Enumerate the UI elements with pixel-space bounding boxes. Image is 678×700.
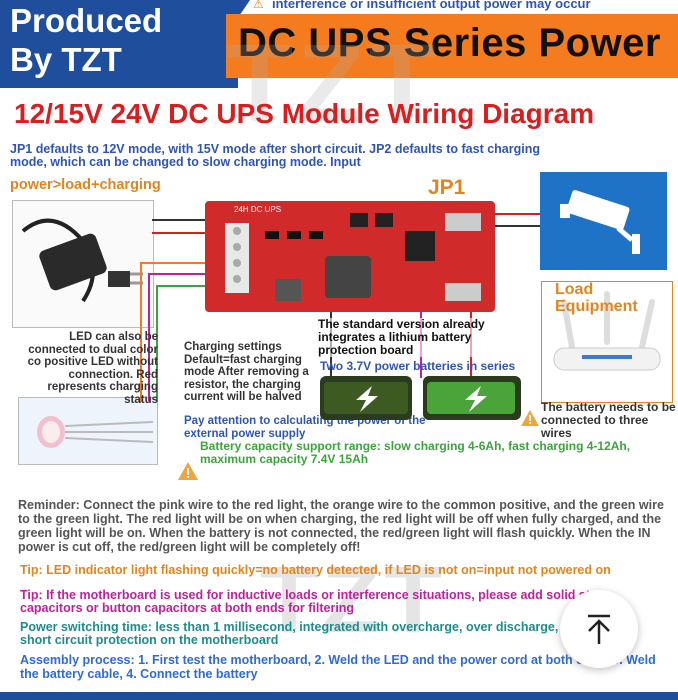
tip-led-indicator: Tip: LED indicator light flashing quickl…	[20, 563, 611, 577]
wire-out-red	[495, 213, 540, 215]
wire-led-orange	[140, 262, 206, 264]
wire-out-black	[495, 225, 540, 227]
arrow-up-icon	[588, 614, 610, 644]
battery-1	[320, 376, 412, 420]
power-adapter-icon	[21, 218, 143, 303]
wire-led-pink-v	[148, 273, 150, 401]
two-batteries-note: Two 3.7V power batteries in series	[320, 359, 516, 373]
battery-wires-note: The battery needs to be connected to thr…	[541, 400, 676, 440]
badge-line-2: By TZT	[10, 41, 122, 78]
camera-image	[540, 172, 667, 270]
power-switching-note: Power switching time: less than 1 millis…	[20, 620, 585, 647]
wire-led-green	[156, 285, 206, 287]
led-image	[18, 397, 158, 465]
power-adapter-image	[12, 200, 154, 328]
router-icon	[553, 291, 661, 371]
wire-led-pink	[148, 273, 206, 275]
diagram-title: 12/15V 24V DC UPS Module Wiring Diagram	[14, 98, 595, 129]
charging-settings-note: Charging settings Default=fast charging …	[184, 341, 309, 403]
jp1-label: JP1	[428, 176, 466, 199]
load-equipment-label: Load Equipment	[555, 281, 638, 315]
standard-version-note: The standard version already integrates …	[318, 318, 518, 357]
camera-icon	[560, 190, 640, 254]
title-banner	[226, 14, 678, 78]
battery-2	[423, 376, 521, 420]
warning-icon: ⚠	[253, 0, 264, 11]
top-warning-text: interference or insufficient output powe…	[272, 0, 591, 11]
led-icon	[37, 416, 154, 448]
ups-circuit-board	[205, 201, 495, 312]
tip-inductive-loads: Tip: If the motherboard is used for indu…	[20, 588, 609, 615]
battery-icon	[427, 382, 515, 414]
load-label-line-2: Equipment	[555, 298, 638, 315]
warning-icon	[177, 461, 199, 486]
wire-input-red	[152, 232, 205, 234]
board-label: 24H DC UPS	[234, 205, 282, 214]
wire-input-positive	[152, 219, 205, 221]
banner-title: DC UPS Series Power	[238, 21, 661, 65]
battery-capacity-note: Battery capacity support range: slow cha…	[200, 439, 631, 466]
load-label-line-1: Load	[555, 281, 594, 298]
watermark-top: TZT	[226, 22, 440, 145]
badge-line-1: Produced	[10, 2, 163, 39]
warning-icon	[520, 409, 540, 432]
led-note: LED can also be connected to dual color …	[27, 331, 158, 406]
scroll-to-top-button[interactable]	[560, 590, 638, 668]
router-image	[541, 281, 673, 403]
reminder-text: Reminder: Connect the pink wire to the r…	[18, 498, 664, 554]
battery-icon	[324, 382, 408, 414]
circuit-board-graphic	[225, 213, 481, 301]
bottom-bar	[0, 692, 678, 700]
jp1-description: JP1 defaults to 12V mode, with 15V mode …	[10, 142, 540, 169]
watermark-bottom: TZT	[260, 547, 447, 653]
wire-led-orange-v	[140, 262, 142, 402]
assembly-process-note: Assembly process: 1. First test the moth…	[20, 653, 656, 681]
power-label: power>load+charging	[10, 177, 161, 193]
wire-led-green-v	[156, 285, 158, 401]
